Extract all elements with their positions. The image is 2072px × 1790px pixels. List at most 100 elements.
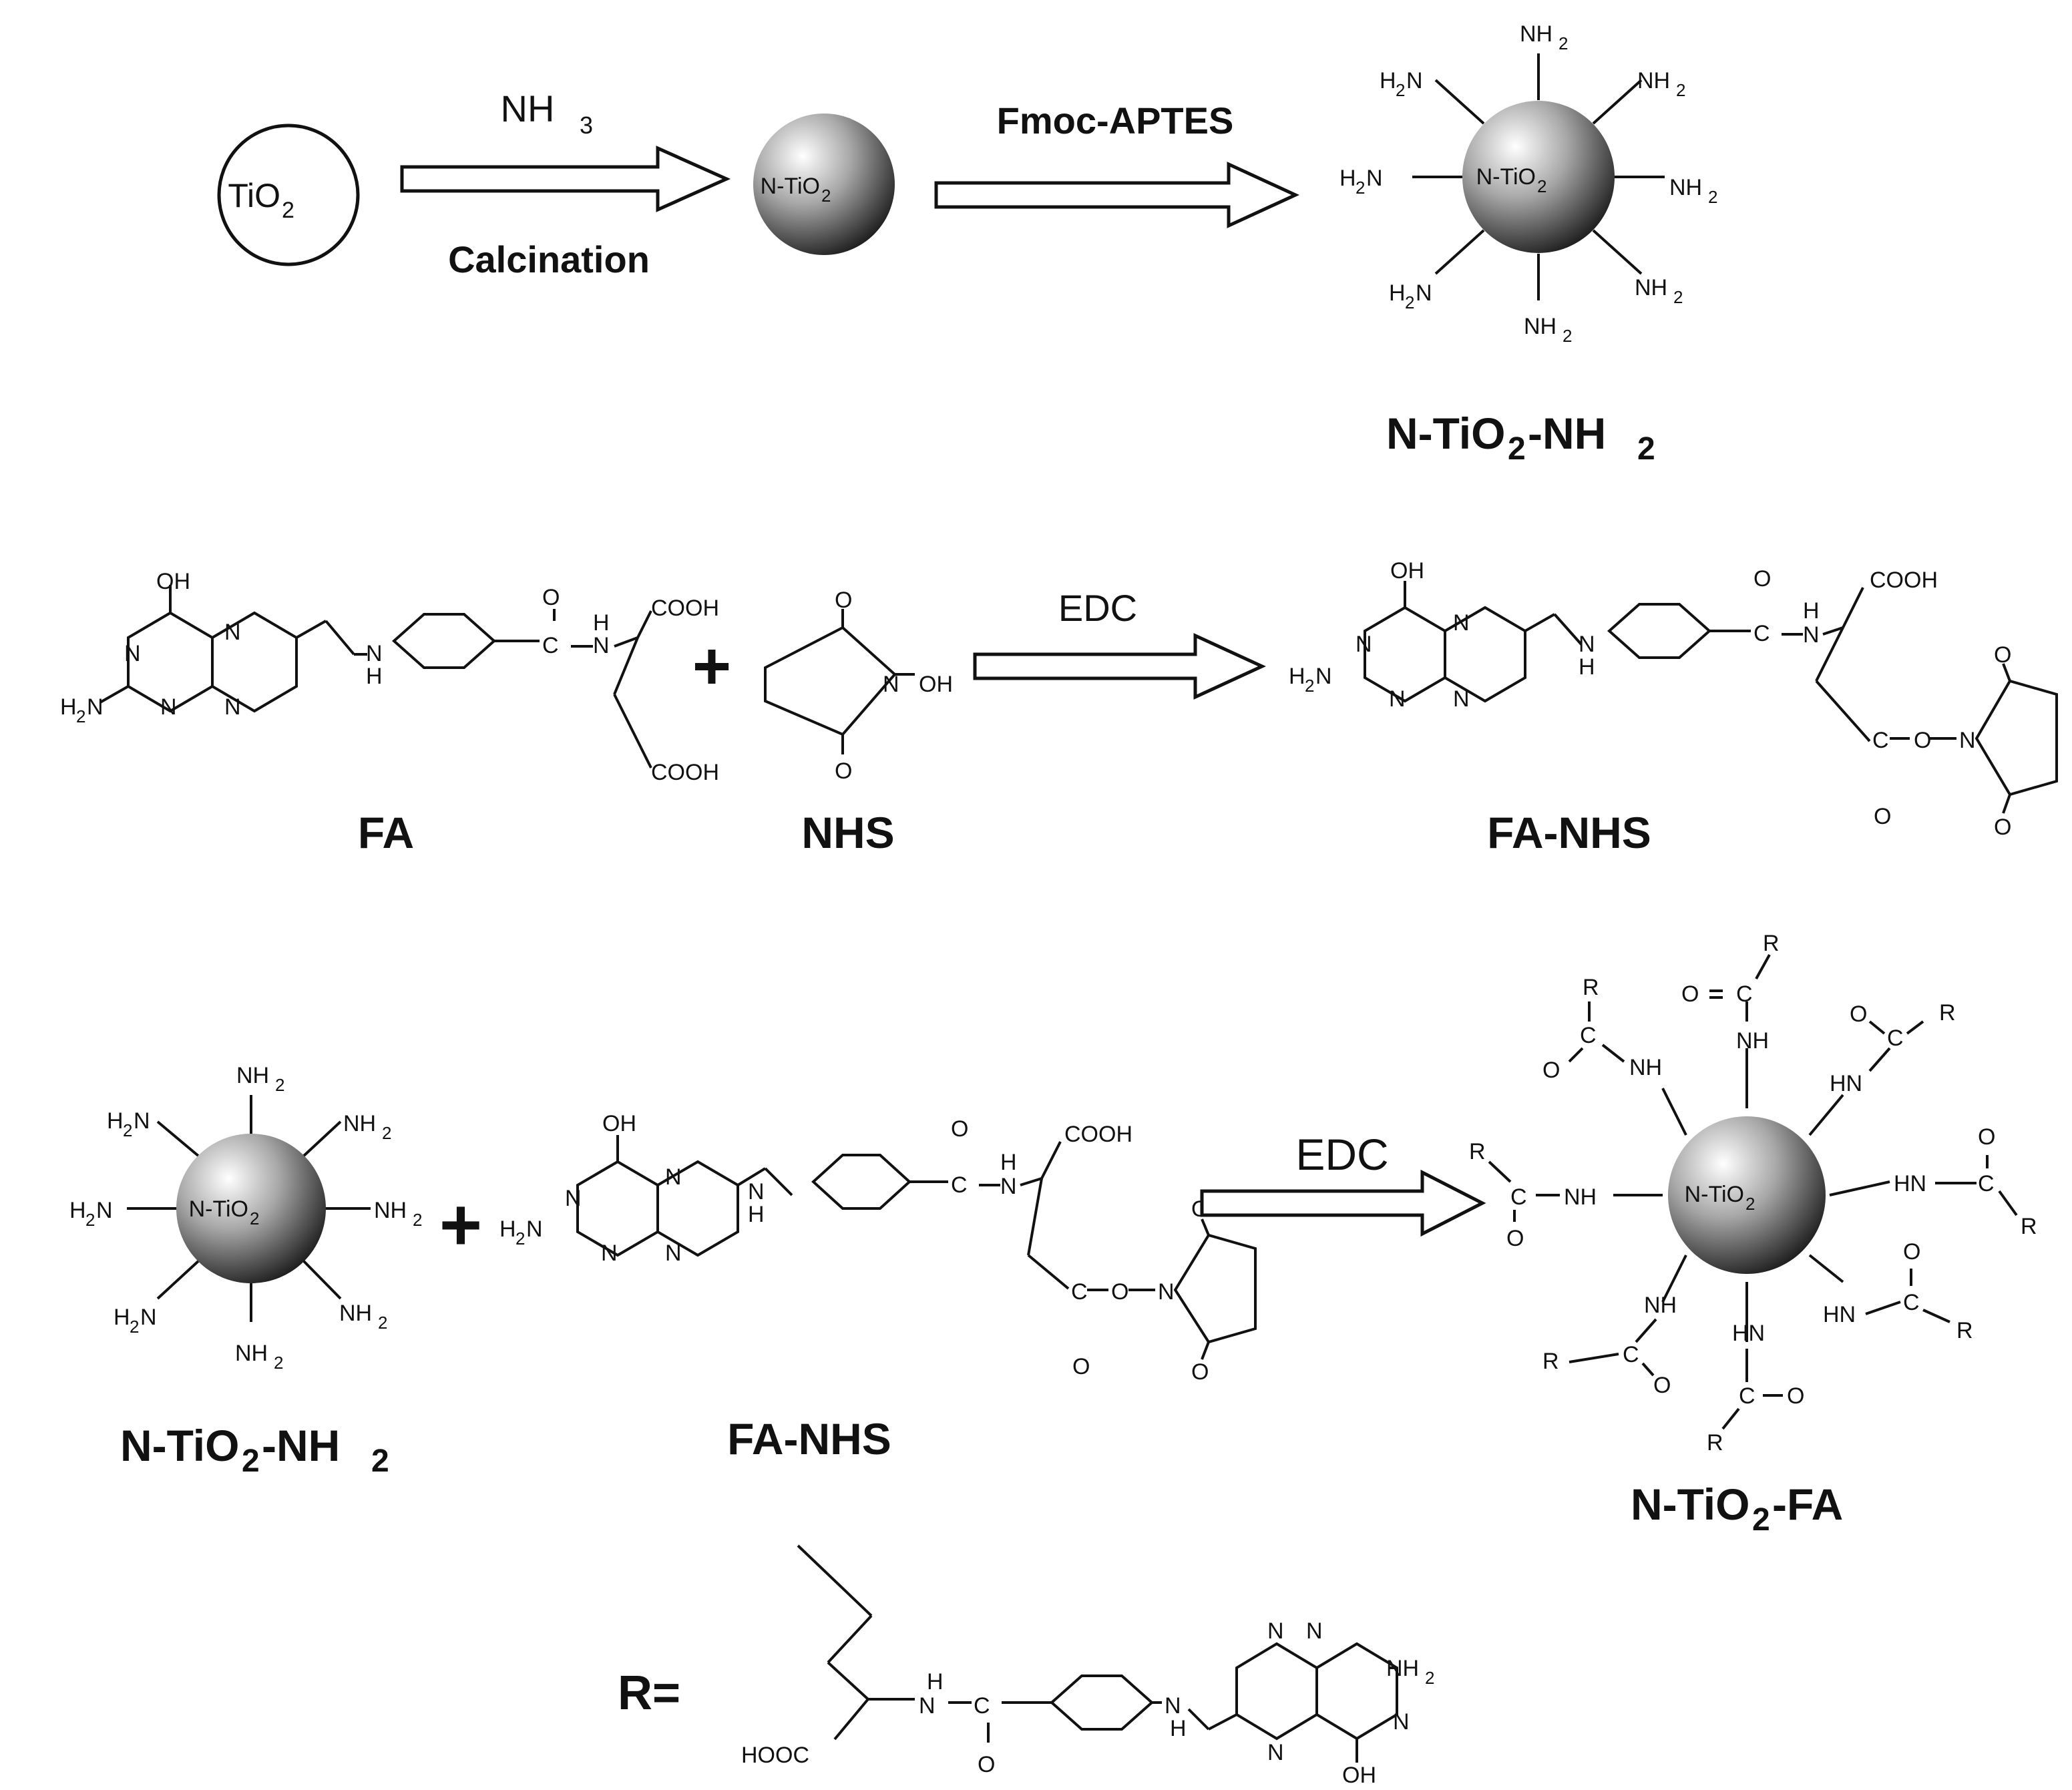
svg-text:O: O	[1753, 566, 1771, 592]
svg-text:H: H	[107, 1108, 124, 1134]
plus-2: +	[439, 1184, 482, 1266]
svg-text:2: 2	[1708, 187, 1717, 207]
svg-text:NH: NH	[1629, 1055, 1662, 1080]
fa-molecule: OH N N N N H 2 N N H C O N H COOH COOH	[60, 569, 719, 785]
fanhs-oh: OH	[1390, 558, 1424, 584]
svg-text:NH: NH	[235, 1341, 268, 1366]
svg-text:-NH: -NH	[1528, 409, 1606, 458]
svg-text:2: 2	[1637, 431, 1655, 467]
svg-text:2: 2	[1305, 676, 1314, 696]
svg-text:N: N	[134, 1108, 150, 1134]
svg-text:N: N	[160, 694, 177, 720]
svg-text:N: N	[665, 1241, 682, 1266]
svg-text:O: O	[1787, 1383, 1804, 1409]
svg-text:OH: OH	[602, 1111, 636, 1136]
svg-text:C: C	[1753, 621, 1770, 646]
fa-nhs-label-2: FA-NHS	[727, 1414, 891, 1464]
h2n-bottomleft: H	[1389, 280, 1406, 306]
svg-text:N: N	[665, 1164, 682, 1190]
nhs-o-bottom: O	[835, 758, 852, 784]
svg-text:C: C	[1903, 1290, 1920, 1315]
svg-text:N: N	[87, 694, 103, 720]
svg-text:2: 2	[1563, 326, 1572, 346]
svg-text:2: 2	[1425, 1668, 1434, 1688]
svg-text:NH: NH	[1644, 1293, 1677, 1318]
svg-text:O: O	[978, 1752, 995, 1777]
r-group-structure: H N C O HOOC N H N N N N NH 2 OH	[741, 1544, 1434, 1788]
svg-text:H: H	[366, 664, 383, 689]
svg-text:C: C	[951, 1172, 968, 1198]
svg-text:N: N	[1453, 610, 1470, 636]
svg-text:N: N	[565, 1186, 582, 1211]
svg-text:N: N	[96, 1198, 113, 1223]
product1-base: N-TiO	[1386, 409, 1505, 458]
svg-text:R: R	[1583, 975, 1599, 1000]
svg-text:N: N	[1959, 728, 1976, 753]
ntio2-nh2-left-particle: N-TiO 2 NH 2 H 2 N NH 2 H 2 N NH 2 H 2 N…	[69, 1063, 422, 1373]
nh2-top: NH	[1520, 21, 1552, 47]
ntio2-nh2-particle: N-TiO 2 NH 2 H 2 N NH 2 H 2 N NH 2 H 2 N…	[1339, 21, 1717, 346]
svg-text:O: O	[1874, 804, 1891, 829]
svg-text:2: 2	[274, 1353, 283, 1373]
svg-text:NH: NH	[339, 1301, 372, 1326]
edc-label-1: EDC	[1058, 587, 1137, 629]
svg-text:C: C	[1978, 1171, 1995, 1196]
fa-nhs-molecule: OH N N N N H 2 N N H C O N H COOH C O O …	[1289, 558, 2058, 840]
svg-text:N: N	[748, 1179, 765, 1204]
arrow-nh3: NH 3 Calcination	[400, 87, 731, 280]
svg-text:HN: HN	[1830, 1071, 1862, 1096]
svg-text:C: C	[1071, 1279, 1088, 1305]
svg-text:O: O	[1653, 1373, 1671, 1398]
svg-text:2: 2	[76, 706, 85, 726]
svg-text:R: R	[1542, 1349, 1559, 1374]
row3-left-label: N-TiO 2 -NH 2	[120, 1421, 389, 1479]
tio2-label: TiO	[228, 177, 280, 214]
svg-text:O: O	[542, 585, 560, 610]
nhs-label: NHS	[801, 808, 894, 857]
fa-h2n: H	[60, 694, 77, 720]
svg-text:N: N	[1356, 632, 1372, 657]
svg-text:R: R	[1939, 1000, 1956, 1026]
r-nh2: NH	[1386, 1656, 1419, 1681]
svg-text:2: 2	[1559, 33, 1568, 53]
svg-text:O: O	[1994, 815, 2011, 840]
svg-text:COOH: COOH	[1064, 1122, 1132, 1147]
svg-text:2: 2	[378, 1313, 387, 1333]
svg-text:N: N	[1406, 68, 1423, 93]
svg-text:N: N	[1416, 280, 1432, 306]
svg-text:2: 2	[1673, 287, 1683, 307]
h2n-left: H	[1339, 166, 1356, 191]
fa-label: FA	[358, 808, 414, 857]
svg-text:N: N	[1165, 1693, 1181, 1719]
svg-text:N: N	[526, 1216, 543, 1242]
r-oh: OH	[1342, 1763, 1376, 1788]
svg-text:R: R	[2021, 1214, 2037, 1239]
svg-text:NH: NH	[1736, 1028, 1769, 1054]
svg-text:2: 2	[123, 1120, 132, 1140]
svg-text:HN: HN	[1823, 1302, 1856, 1327]
svg-text:N: N	[224, 694, 241, 720]
svg-text:R: R	[1707, 1430, 1723, 1456]
svg-text:2: 2	[382, 1123, 391, 1143]
svg-text:C: C	[1623, 1342, 1639, 1367]
svg-text:N: N	[601, 1241, 618, 1266]
fa-nhs-label: FA-NHS	[1487, 808, 1651, 857]
svg-text:N: N	[883, 672, 899, 697]
svg-text:2: 2	[1508, 431, 1526, 467]
plus-1: +	[692, 629, 731, 704]
nh2-topright: NH	[1637, 68, 1670, 93]
ntio2-label: N-TiO	[761, 174, 820, 199]
product2-label: N-TiO 2 -FA	[1631, 1480, 1843, 1538]
fa-oh: OH	[156, 569, 190, 594]
svg-text:2: 2	[371, 1443, 389, 1479]
svg-text:H: H	[1579, 654, 1595, 680]
svg-text:2: 2	[1396, 80, 1405, 100]
nhs-molecule: O O N OH	[764, 588, 953, 784]
svg-text:H: H	[748, 1202, 765, 1227]
ntio2-particle: N-TiO 2	[753, 114, 895, 255]
svg-text:N: N	[1803, 622, 1820, 648]
arrow-edc-2: EDC	[1200, 1130, 1486, 1237]
svg-text:C: C	[974, 1693, 990, 1719]
svg-text:O: O	[1681, 981, 1699, 1007]
svg-text:O: O	[1506, 1226, 1524, 1251]
